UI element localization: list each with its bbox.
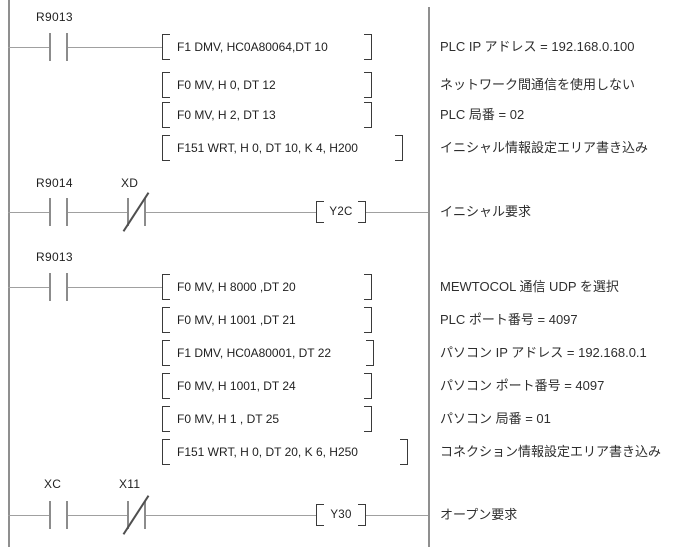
instruction-text: F0 MV, H 1 , DT 25 xyxy=(177,412,280,426)
instruction-block: F0 MV, H 1001, DT 24 xyxy=(162,373,372,399)
contact-label-r9013: R9013 xyxy=(36,10,73,24)
left-bracket xyxy=(162,274,170,300)
rung-comment: コネクション情報設定エリア書き込み xyxy=(440,444,662,459)
contact-bar xyxy=(66,273,68,301)
right-bracket xyxy=(364,72,372,98)
right-bracket xyxy=(358,201,366,223)
rung-comment: パソコン IP アドレス = 192.168.0.1 xyxy=(440,345,647,360)
rung-comment: PLC 局番 = 02 xyxy=(440,107,525,122)
instruction-text: F151 WRT, H 0, DT 20, K 6, H250 xyxy=(177,445,358,459)
left-bracket xyxy=(162,72,170,98)
left-bracket xyxy=(162,406,170,432)
left-bracket xyxy=(162,373,170,399)
right-bracket xyxy=(364,307,372,333)
left-bracket xyxy=(162,439,170,465)
wire-segment xyxy=(146,515,316,516)
instruction-text: F0 MV, H 0, DT 12 xyxy=(177,78,276,92)
rung-comment: PLC IP アドレス = 192.168.0.100 xyxy=(440,39,635,54)
contact-bar xyxy=(66,501,68,529)
contact-label-r9013: R9013 xyxy=(36,250,73,264)
rung-comment: パソコン 局番 = 01 xyxy=(440,411,551,426)
instruction-text: F1 DMV, HC0A80064,DT 10 xyxy=(177,40,328,54)
left-bracket xyxy=(316,201,324,223)
contact-bar xyxy=(49,33,51,61)
rung-comment: MEWTOCOL 通信 UDP を選択 xyxy=(440,279,619,294)
contact-bar xyxy=(144,198,146,226)
right-bracket xyxy=(366,340,374,366)
rung-comment: PLC ポート番号 = 4097 xyxy=(440,312,578,327)
wire-segment xyxy=(68,47,162,48)
rung-comment: イニシャル情報設定エリア書き込み xyxy=(440,140,649,155)
instruction-block: F0 MV, H 0, DT 12 xyxy=(162,72,372,98)
right-bracket xyxy=(364,102,372,128)
contact-label-xd: XD xyxy=(121,176,139,190)
instruction-text: F0 MV, H 1001, DT 24 xyxy=(177,379,296,393)
wire-segment xyxy=(146,212,316,213)
contact-bar xyxy=(49,198,51,226)
wire-segment xyxy=(68,212,127,213)
left-bracket xyxy=(162,340,170,366)
instruction-text: F0 MV, H 8000 ,DT 20 xyxy=(177,280,296,294)
output-coil-y30: Y30 xyxy=(316,504,366,526)
right-bracket xyxy=(364,373,372,399)
instruction-block: F0 MV, H 1001 ,DT 21 xyxy=(162,307,372,333)
instruction-block: F0 MV, H 1 , DT 25 xyxy=(162,406,372,432)
contact-bar xyxy=(49,501,51,529)
contact-bar xyxy=(49,273,51,301)
left-bracket xyxy=(162,135,170,161)
left-bracket xyxy=(316,504,324,526)
left-bracket xyxy=(162,102,170,128)
right-bracket xyxy=(395,135,403,161)
rung-comment: ネットワーク間通信を使用しない xyxy=(440,77,636,92)
wire-segment xyxy=(8,515,49,516)
contact-bar xyxy=(127,198,129,226)
right-bracket xyxy=(364,406,372,432)
right-bracket xyxy=(358,504,366,526)
instruction-text: F1 DMV, HC0A80001, DT 22 xyxy=(177,346,332,360)
contact-bar xyxy=(66,198,68,226)
contact-bar xyxy=(127,501,129,529)
instruction-block: F0 MV, H 2, DT 13 xyxy=(162,102,372,128)
rung-comment: パソコン ポート番号 = 4097 xyxy=(440,378,605,393)
instruction-block: F0 MV, H 8000 ,DT 20 xyxy=(162,274,372,300)
right-bracket xyxy=(364,274,372,300)
output-label: Y2C xyxy=(329,206,353,218)
instruction-block: F151 WRT, H 0, DT 10, K 4, H200 xyxy=(162,135,403,161)
right-bracket xyxy=(364,34,372,60)
instruction-text: F0 MV, H 2, DT 13 xyxy=(177,108,276,122)
instruction-text: F151 WRT, H 0, DT 10, K 4, H200 xyxy=(177,141,358,155)
wire-segment xyxy=(68,287,162,288)
instruction-block: F151 WRT, H 0, DT 20, K 6, H250 xyxy=(162,439,408,465)
instruction-block: F1 DMV, HC0A80064,DT 10 xyxy=(162,34,372,60)
wire-segment xyxy=(68,515,127,516)
contact-bar xyxy=(144,501,146,529)
wire-segment xyxy=(8,47,49,48)
output-coil-y2c: Y2C xyxy=(316,201,366,223)
contact-label-r9014: R9014 xyxy=(36,176,73,190)
right-bracket xyxy=(400,439,408,465)
rung-comment: イニシャル要求 xyxy=(440,204,532,219)
output-label: Y30 xyxy=(330,509,352,521)
contact-label-xc: XC xyxy=(44,477,62,491)
wire-segment xyxy=(366,515,428,516)
left-bracket xyxy=(162,307,170,333)
wire-segment xyxy=(8,212,49,213)
instruction-block: F1 DMV, HC0A80001, DT 22 xyxy=(162,340,374,366)
wire-segment xyxy=(8,287,49,288)
wire-segment xyxy=(366,212,428,213)
rung-comment: オープン要求 xyxy=(440,507,518,522)
left-power-rail xyxy=(8,0,10,547)
contact-bar xyxy=(66,33,68,61)
comment-divider-line xyxy=(428,7,430,547)
left-bracket xyxy=(162,34,170,60)
contact-label-x11: X11 xyxy=(119,477,141,491)
instruction-text: F0 MV, H 1001 ,DT 21 xyxy=(177,313,296,327)
